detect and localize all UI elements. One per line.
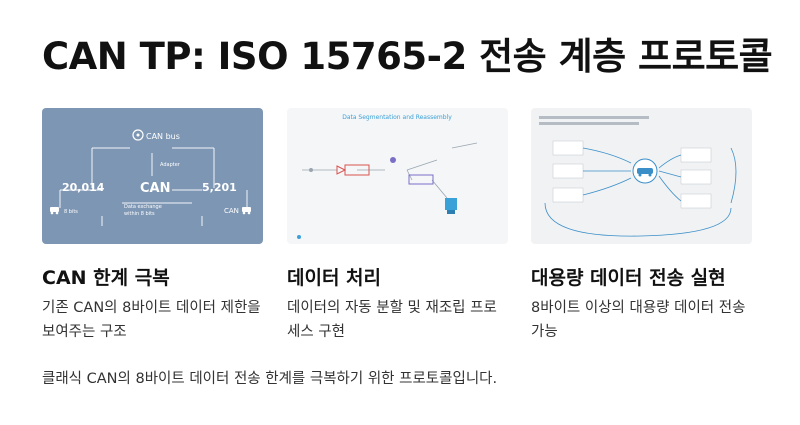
card-title-large-data: 대용량 데이터 전송 실현: [531, 267, 726, 289]
card-title-can-limit: CAN 한계 극복: [42, 267, 170, 289]
card-desc-can-limit: 기존 CAN의 8바이트 데이터 제한을 보여주는 구조: [42, 300, 261, 340]
car-icon: [637, 168, 653, 177]
left-bottom-label: 8 bits: [64, 209, 78, 215]
card-desc-data-processing: 데이터의 자동 분할 및 재조립 프로세스 구현: [287, 300, 497, 340]
card-desc-large-data: 8바이트 이상의 대용량 데이터 전송 가능: [531, 300, 746, 340]
large-data-image: [531, 108, 752, 244]
center-label: CAN: [140, 181, 170, 196]
car-icon-right: [242, 207, 251, 215]
middle-caption-1: Data exchange: [124, 204, 162, 210]
left-value: 20,014: [62, 181, 105, 194]
bus-label: CAN bus: [146, 132, 180, 141]
data-processing-image: Data Segmentation and Reassembly: [287, 108, 508, 244]
diagram-heading: Data Segmentation and Reassembly: [342, 114, 452, 121]
footer-text: 클래식 CAN의 8바이트 데이터 전송 한계를 극복하기 위한 프로토콜입니다…: [42, 371, 498, 387]
gear-icon: [132, 129, 144, 141]
car-icon-left: [50, 207, 59, 215]
card-title-data-processing: 데이터 처리: [287, 267, 382, 289]
middle-caption-2: within 8 bits: [124, 211, 155, 217]
can-limit-image: CAN bus Adapter 20,014 CAN 5,201 Data ex…: [42, 108, 263, 244]
right-value: 5,201: [202, 181, 237, 194]
page-title: CAN TP: ISO 15765-2 전송 계층 프로토콜: [42, 35, 773, 78]
right-bottom-label: CAN: [224, 207, 239, 215]
adapter-label: Adapter: [160, 162, 181, 168]
